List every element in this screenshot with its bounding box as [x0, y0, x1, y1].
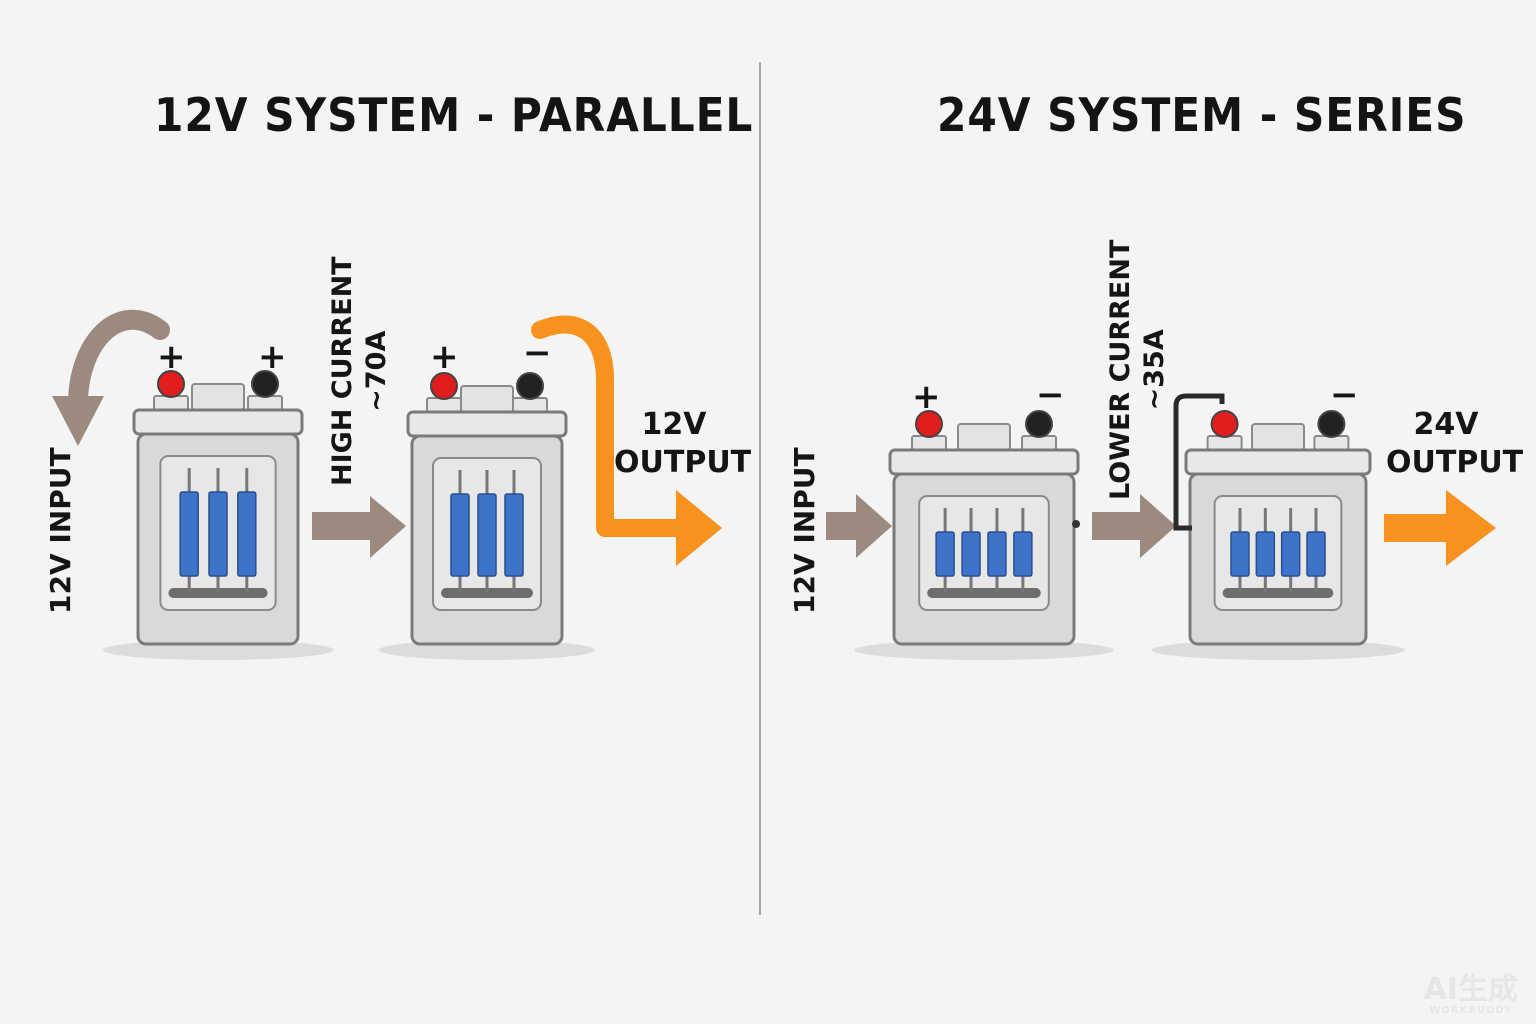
battery-cap	[1251, 423, 1305, 451]
left-output-line2: OUTPUT	[614, 445, 752, 480]
battery-busbar	[1222, 588, 1334, 598]
left-b2-sign-2: −	[523, 333, 552, 373]
terminal-black	[516, 372, 544, 400]
battery-right-2	[1151, 410, 1405, 660]
terminal-base	[153, 395, 189, 411]
watermark-line2: WORKBUDDY	[1429, 1005, 1513, 1016]
left-b1-sign-2: +	[258, 337, 287, 377]
battery-window	[1213, 495, 1343, 611]
terminal-base	[1021, 435, 1057, 451]
terminal-base	[426, 397, 462, 413]
input-arrow-head	[52, 396, 104, 446]
terminal-black	[1317, 410, 1346, 438]
right-output-line2: OUTPUT	[1386, 445, 1524, 480]
battery-cell	[450, 493, 470, 577]
terminal-base	[247, 395, 283, 411]
left-b2-sign-1: +	[430, 337, 459, 377]
battery-cell	[935, 531, 955, 577]
battery-cell	[987, 531, 1007, 577]
right-current-line1: LOWER CURRENT	[1105, 239, 1136, 500]
battery-window	[918, 495, 1050, 611]
battery-cell	[961, 531, 981, 577]
right-panel	[826, 393, 1496, 660]
output-arrow-head-left	[676, 490, 722, 566]
left-output-line1: 12V	[641, 407, 707, 442]
left-current-line1: HIGH CURRENT	[327, 256, 358, 486]
battery-cap	[460, 385, 514, 413]
battery-right-1	[854, 410, 1114, 660]
battery-left-1	[102, 370, 334, 660]
battery-busbar	[927, 588, 1041, 598]
left-current-line2: ~70A	[361, 330, 392, 412]
watermark-line1: AI生成	[1423, 972, 1518, 1007]
right-b2-sign-1: −	[1330, 375, 1359, 415]
battery-cell	[1013, 531, 1033, 577]
right-panel-title: 24V SYSTEM - SERIES	[937, 88, 1467, 142]
battery-left-2	[379, 372, 595, 660]
series-wire	[1173, 393, 1225, 531]
battery-cap	[191, 383, 245, 411]
battery-lid	[888, 448, 1080, 476]
battery-cell	[477, 493, 497, 577]
battery-cell	[1280, 531, 1301, 577]
output-arrow-left	[531, 315, 689, 537]
terminal-red	[430, 372, 458, 400]
terminal-red	[915, 410, 943, 438]
right-output-label: 24V OUTPUT	[1386, 406, 1524, 482]
left-panel	[52, 309, 722, 660]
right-b1-sign-1: +	[912, 377, 941, 417]
right-output-line1: 24V	[1413, 407, 1479, 442]
battery-cell	[504, 493, 524, 577]
battery-cell	[1306, 531, 1326, 577]
right-b1-sign-2: −	[1036, 375, 1065, 415]
terminal-base	[911, 435, 947, 451]
battery-cell	[208, 491, 228, 577]
battery-busbar	[441, 588, 533, 598]
input-curved-arrow	[68, 309, 170, 410]
terminal-red	[1210, 410, 1239, 438]
input-arrow-right	[826, 494, 892, 558]
current-arrow-left	[312, 496, 406, 558]
battery-lid	[1184, 448, 1372, 476]
battery-cap	[957, 423, 1011, 451]
terminal-red	[157, 370, 185, 398]
left-input-label: 12V INPUT	[44, 447, 77, 614]
left-b1-sign-1: +	[157, 337, 186, 377]
battery-cell	[1230, 531, 1250, 577]
battery-busbar	[168, 588, 268, 598]
left-output-label: 12V OUTPUT	[614, 406, 752, 482]
battery-cell	[237, 491, 257, 577]
terminal-black	[1025, 410, 1053, 438]
terminal-base	[1313, 435, 1350, 451]
terminal-base	[1206, 435, 1243, 451]
series-connector	[1072, 393, 1225, 558]
battery-cell	[179, 491, 199, 577]
watermark: AI生成 WORKBUDDY	[1423, 972, 1518, 1017]
right-input-label: 12V INPUT	[788, 447, 821, 614]
left-panel-title: 12V SYSTEM - PARALLEL	[154, 88, 754, 142]
output-arrow-right	[1384, 490, 1496, 566]
terminal-base	[512, 397, 548, 413]
terminal-black	[251, 370, 279, 398]
left-current-label: HIGH CURRENT ~70A	[326, 256, 394, 486]
right-current-label: LOWER CURRENT ~35A	[1104, 240, 1172, 500]
battery-cell	[1255, 531, 1276, 577]
battery-lid	[406, 410, 568, 438]
right-current-line2: ~35A	[1139, 329, 1170, 411]
battery-lid	[132, 408, 304, 436]
